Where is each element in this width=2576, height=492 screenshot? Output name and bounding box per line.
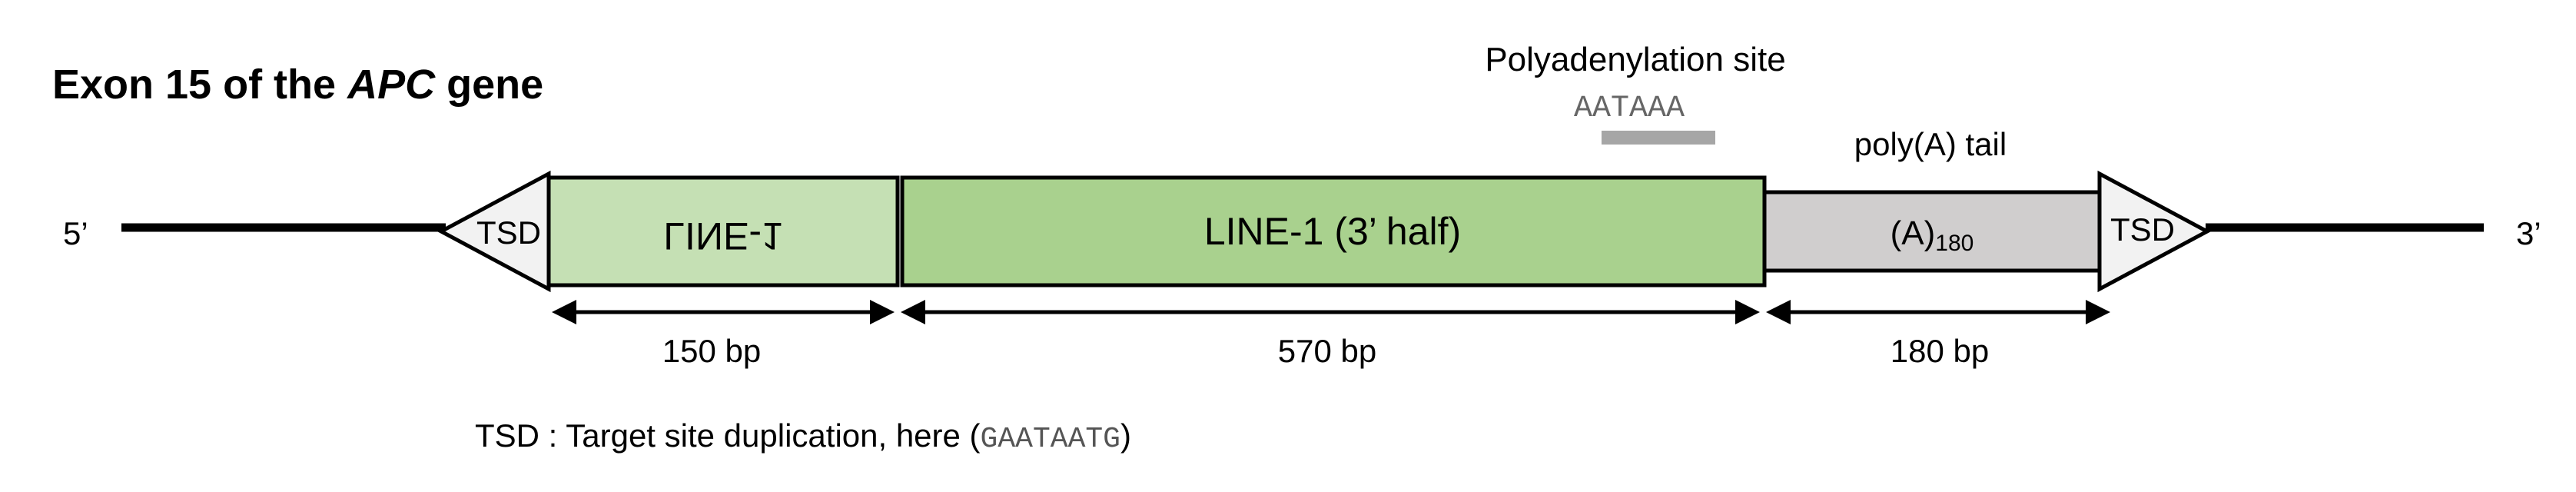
tsd-legend: TSD : Target site duplication, here (GAA… <box>475 417 1131 456</box>
polyadenylation-site-bar <box>1602 131 1715 145</box>
dimension-label-180: 180 bp <box>1891 333 1989 369</box>
polya-tail-box <box>1762 190 2102 273</box>
polya-subscript: 180 <box>1935 231 1973 256</box>
polya-tail-text: (A)180 <box>1891 214 1974 256</box>
tsd-legend-prefix: TSD : Target site duplication, here ( <box>475 417 981 454</box>
polya-base: (A) <box>1891 214 1936 252</box>
title-prefix: Exon 15 of the <box>52 62 347 108</box>
tsd-legend-sequence: GAATAATG <box>981 423 1120 456</box>
line1-3half-box <box>900 175 1767 288</box>
tsd-left-label: TSD <box>476 214 541 251</box>
tsd-right-triangle <box>2097 170 2212 293</box>
figure-title: Exon 15 of the APC gene <box>52 62 543 108</box>
line1-inverted-box <box>546 175 900 288</box>
line1-3half-label: LINE-1 (3’ half) <box>1204 210 1461 253</box>
dimension-arrow-570 <box>901 300 1760 324</box>
dimension-label-150: 150 bp <box>662 333 761 369</box>
title-gene: APC <box>346 62 436 108</box>
dimension-arrow-180 <box>1766 300 2110 324</box>
line1-inverted-label: LINE-1 <box>663 214 783 258</box>
dimension-arrow-150 <box>552 300 895 324</box>
tsd-legend-suffix: ) <box>1120 417 1131 454</box>
five-prime-label: 5’ <box>63 215 88 251</box>
polyadenylation-sequence: AATAAA <box>1574 91 1685 126</box>
title-suffix: gene <box>435 62 543 108</box>
dimension-label-570: 570 bp <box>1278 333 1376 369</box>
polyadenylation-label: Polyadenylation site <box>1485 41 1785 78</box>
three-prime-label: 3’ <box>2516 215 2541 251</box>
tsd-right-label: TSD <box>2110 211 2175 248</box>
polya-tail-label: poly(A) tail <box>1854 126 2007 162</box>
